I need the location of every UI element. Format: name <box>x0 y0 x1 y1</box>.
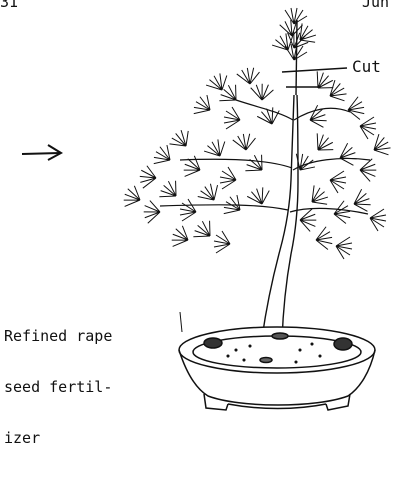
cut-line <box>282 68 347 87</box>
cut-label: Cut <box>352 58 381 75</box>
tree-trunk <box>262 20 298 340</box>
fertilizer-label: Refined rape seed fertil- izer <box>4 294 112 481</box>
top-bud <box>271 8 320 60</box>
bonsai-diagram: 31 Jun Cut Refined rape seed fertil- ize… <box>0 0 393 423</box>
page-number-label: 31 <box>0 0 18 11</box>
tree-branches <box>160 100 370 214</box>
fertilizer-pointer <box>180 312 182 332</box>
month-label: Jun <box>362 0 389 11</box>
bonsai-pot-illustration <box>179 327 375 410</box>
fertilizer-label-line-2: seed fertil- <box>4 379 112 396</box>
fertilizer-label-line-1: Refined rape <box>4 328 112 345</box>
fertilizer-label-line-3: izer <box>4 430 112 447</box>
arrow-right-icon <box>22 145 61 160</box>
